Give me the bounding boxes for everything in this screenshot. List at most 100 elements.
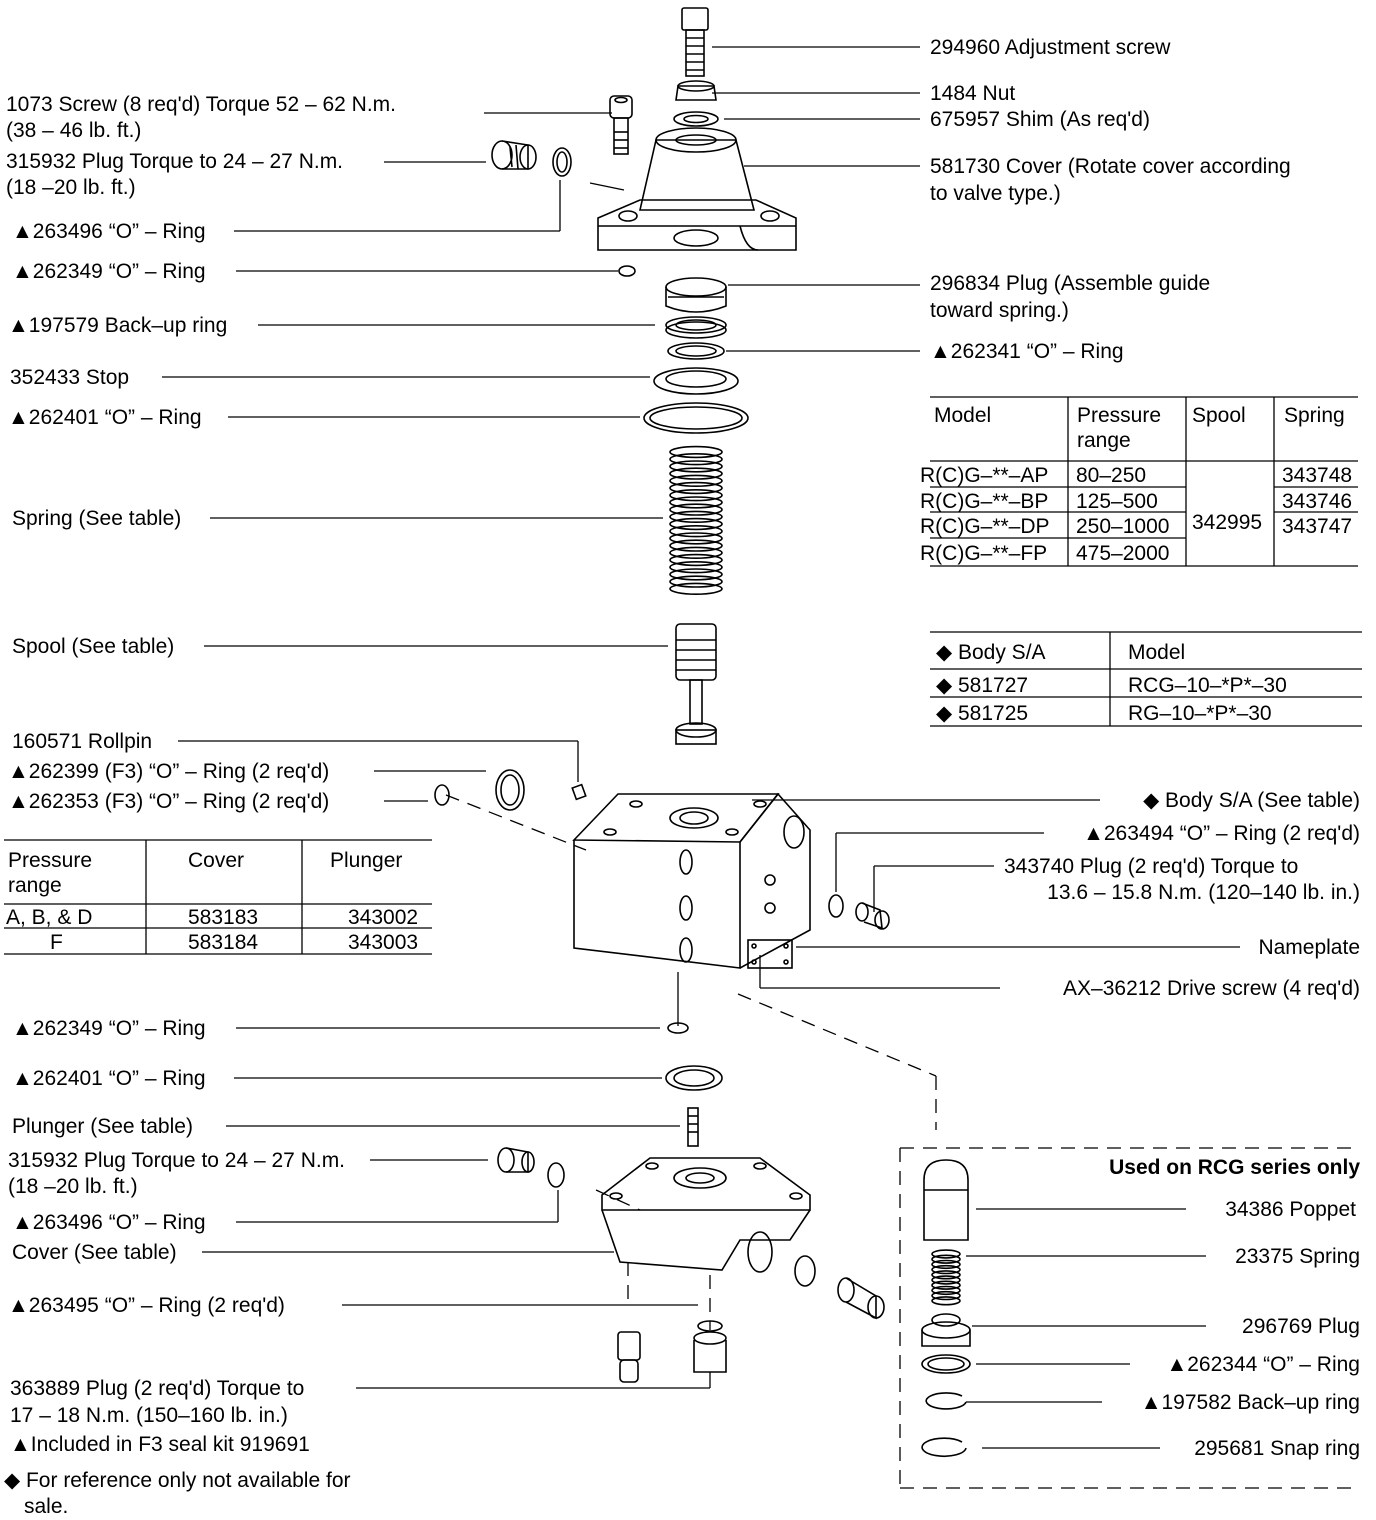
spring-coil [669,582,723,595]
spring-coil [669,560,723,574]
model-table-spring: 343748 [1282,464,1353,487]
spring-coil [931,1264,961,1275]
top-cover-part [597,127,797,251]
spring-coil [669,575,723,588]
side-plug-part [837,1277,885,1320]
label-oring-262349-top: ▲262349 “O” – Ring [12,260,206,283]
label-plug-296834-line2: toward spring.) [930,299,1069,322]
cover-table-cell: 343002 [348,906,419,929]
plug-296769-part [921,1313,971,1347]
label-cover-top-line2: to valve type.) [930,182,1061,205]
table-rules [4,396,1362,955]
spring-coil [669,524,723,538]
spring-coil [669,496,723,509]
oring-263496-bottom-part [547,1162,565,1188]
oring-262344-part [921,1354,971,1374]
label-cover-bottom: Cover (See table) [12,1241,177,1264]
spring-coil [669,445,723,459]
label-nameplate: Nameplate [1258,936,1360,959]
adjustment-screw-part [681,7,709,77]
label-stop-352433: 352433 Stop [10,366,130,389]
plug-315932-top-part [491,140,537,170]
spool-part [675,623,717,745]
label-oring-263495: ▲263495 “O” – Ring (2 req'd) [8,1294,285,1317]
label-nut: 1484 Nut [930,82,1016,105]
model-table-spool: 342995 [1192,511,1263,534]
oring-262401-bottom-part [665,1065,723,1091]
rcg-box-title: Used on RCG series only [1109,1156,1360,1179]
label-oring-262401-bottom: ▲262401 “O” – Ring [12,1067,206,1090]
plug-363889-part [693,1320,727,1373]
label-rcg-snap-ring: 295681 Snap ring [1194,1437,1360,1460]
model-table-range: 80–250 [1076,464,1147,487]
oring-263494-part [828,894,844,918]
spring-coil [669,503,723,516]
label-reference-note-line1: ◆ For reference only not available for [4,1469,351,1492]
plug-315932-bottom-part [497,1147,535,1173]
label-plug-343740-line1: 343740 Plug (2 req'd) Torque to [1004,855,1299,878]
model-table-model: R(C)G–**–FP [920,542,1048,565]
oring-263496-top-part [552,147,572,177]
backup-ring-197579-part [665,316,727,339]
label-rcg-plug: 296769 Plug [1242,1315,1360,1338]
spring-coil [669,453,723,466]
label-rcg-backup: ▲197582 Back–up ring [1140,1391,1360,1414]
body-sa-part [572,792,811,969]
label-plug-343740-line2: 13.6 – 15.8 N.m. (120–140 lb. in.) [1047,881,1360,904]
spring-23375-part [931,1249,961,1306]
label-oring-262349-bottom: ▲262349 “O” – Ring [12,1017,206,1040]
spring-coil [669,489,723,502]
label-plug-363889-line1: 363889 Plug (2 req'd) Torque to [10,1377,305,1400]
cover-table-cell: 583183 [188,906,259,929]
model-table-spring: 343747 [1282,515,1353,538]
model-table-model: R(C)G–**–BP [920,490,1049,513]
cover-table-header-cover: Cover [188,849,245,872]
label-oring-262401-top: ▲262401 “O” – Ring [8,406,202,429]
oring-262353-part [434,784,450,806]
body-table-cell: ◆ 581725 [936,702,1029,725]
label-oring-263496-top: ▲263496 “O” – Ring [12,220,206,243]
label-oring-262341: ▲262341 “O” – Ring [930,340,1124,363]
spring-coil [931,1254,961,1264]
model-table-header-pressure: Pressure range [1077,404,1162,452]
label-plunger: Plunger (See table) [12,1115,193,1138]
snap-ring-295681-part [921,1437,967,1457]
label-plug-315932-bottom-line1: 315932 Plug Torque to 24 – 27 N.m. [8,1149,346,1172]
label-spring: Spring (See table) [12,507,182,530]
label-shim: 675957 Shim (As req'd) [930,108,1150,131]
label-poppet: 34386 Poppet [1225,1198,1356,1221]
body-table-header-model: Model [1128,641,1186,664]
body-table-cell: RG–10–*P*–30 [1128,702,1272,725]
plug-296834-part [665,277,727,313]
oring-263495-part [794,1255,816,1287]
spring-coil [931,1296,961,1306]
spring-coil [931,1290,961,1301]
spring-coil [669,460,723,473]
cover-table-header-plunger: Plunger [330,849,403,872]
body-table-cell: RCG–10–*P*–30 [1128,674,1287,697]
spring-coil [669,546,723,559]
label-rcg-oring: ▲262344 “O” – Ring [1166,1353,1360,1376]
spring-coil [669,510,723,523]
label-screw-1073-line2: (38 – 46 lb. ft.) [6,119,142,142]
model-table-model: R(C)G–**–DP [920,515,1050,538]
model-table-header-model: Model [934,404,992,427]
cover-table-header-pressure: Pressure range [8,849,93,897]
spring-coil [931,1285,961,1296]
stop-352433-part [653,367,739,395]
spring-part [669,445,723,595]
spring-coil [669,539,723,552]
oring-262349-top-part [618,265,636,277]
spring-coil [669,532,723,545]
label-spool: Spool (See table) [12,635,175,658]
label-backup-197579: ▲197579 Back–up ring [8,314,228,337]
body-table-cell: ◆ 581727 [936,674,1029,697]
model-table-header-spring: Spring [1284,404,1345,427]
shim-part [673,111,719,127]
label-reference-note-line2: sale. [24,1495,69,1518]
model-table-spring: 343746 [1282,490,1353,513]
label-seal-kit-note: ▲Included in F3 seal kit 919691 [10,1433,310,1456]
model-table-range: 475–2000 [1076,542,1170,565]
cover-table-cell: 583184 [188,931,259,954]
